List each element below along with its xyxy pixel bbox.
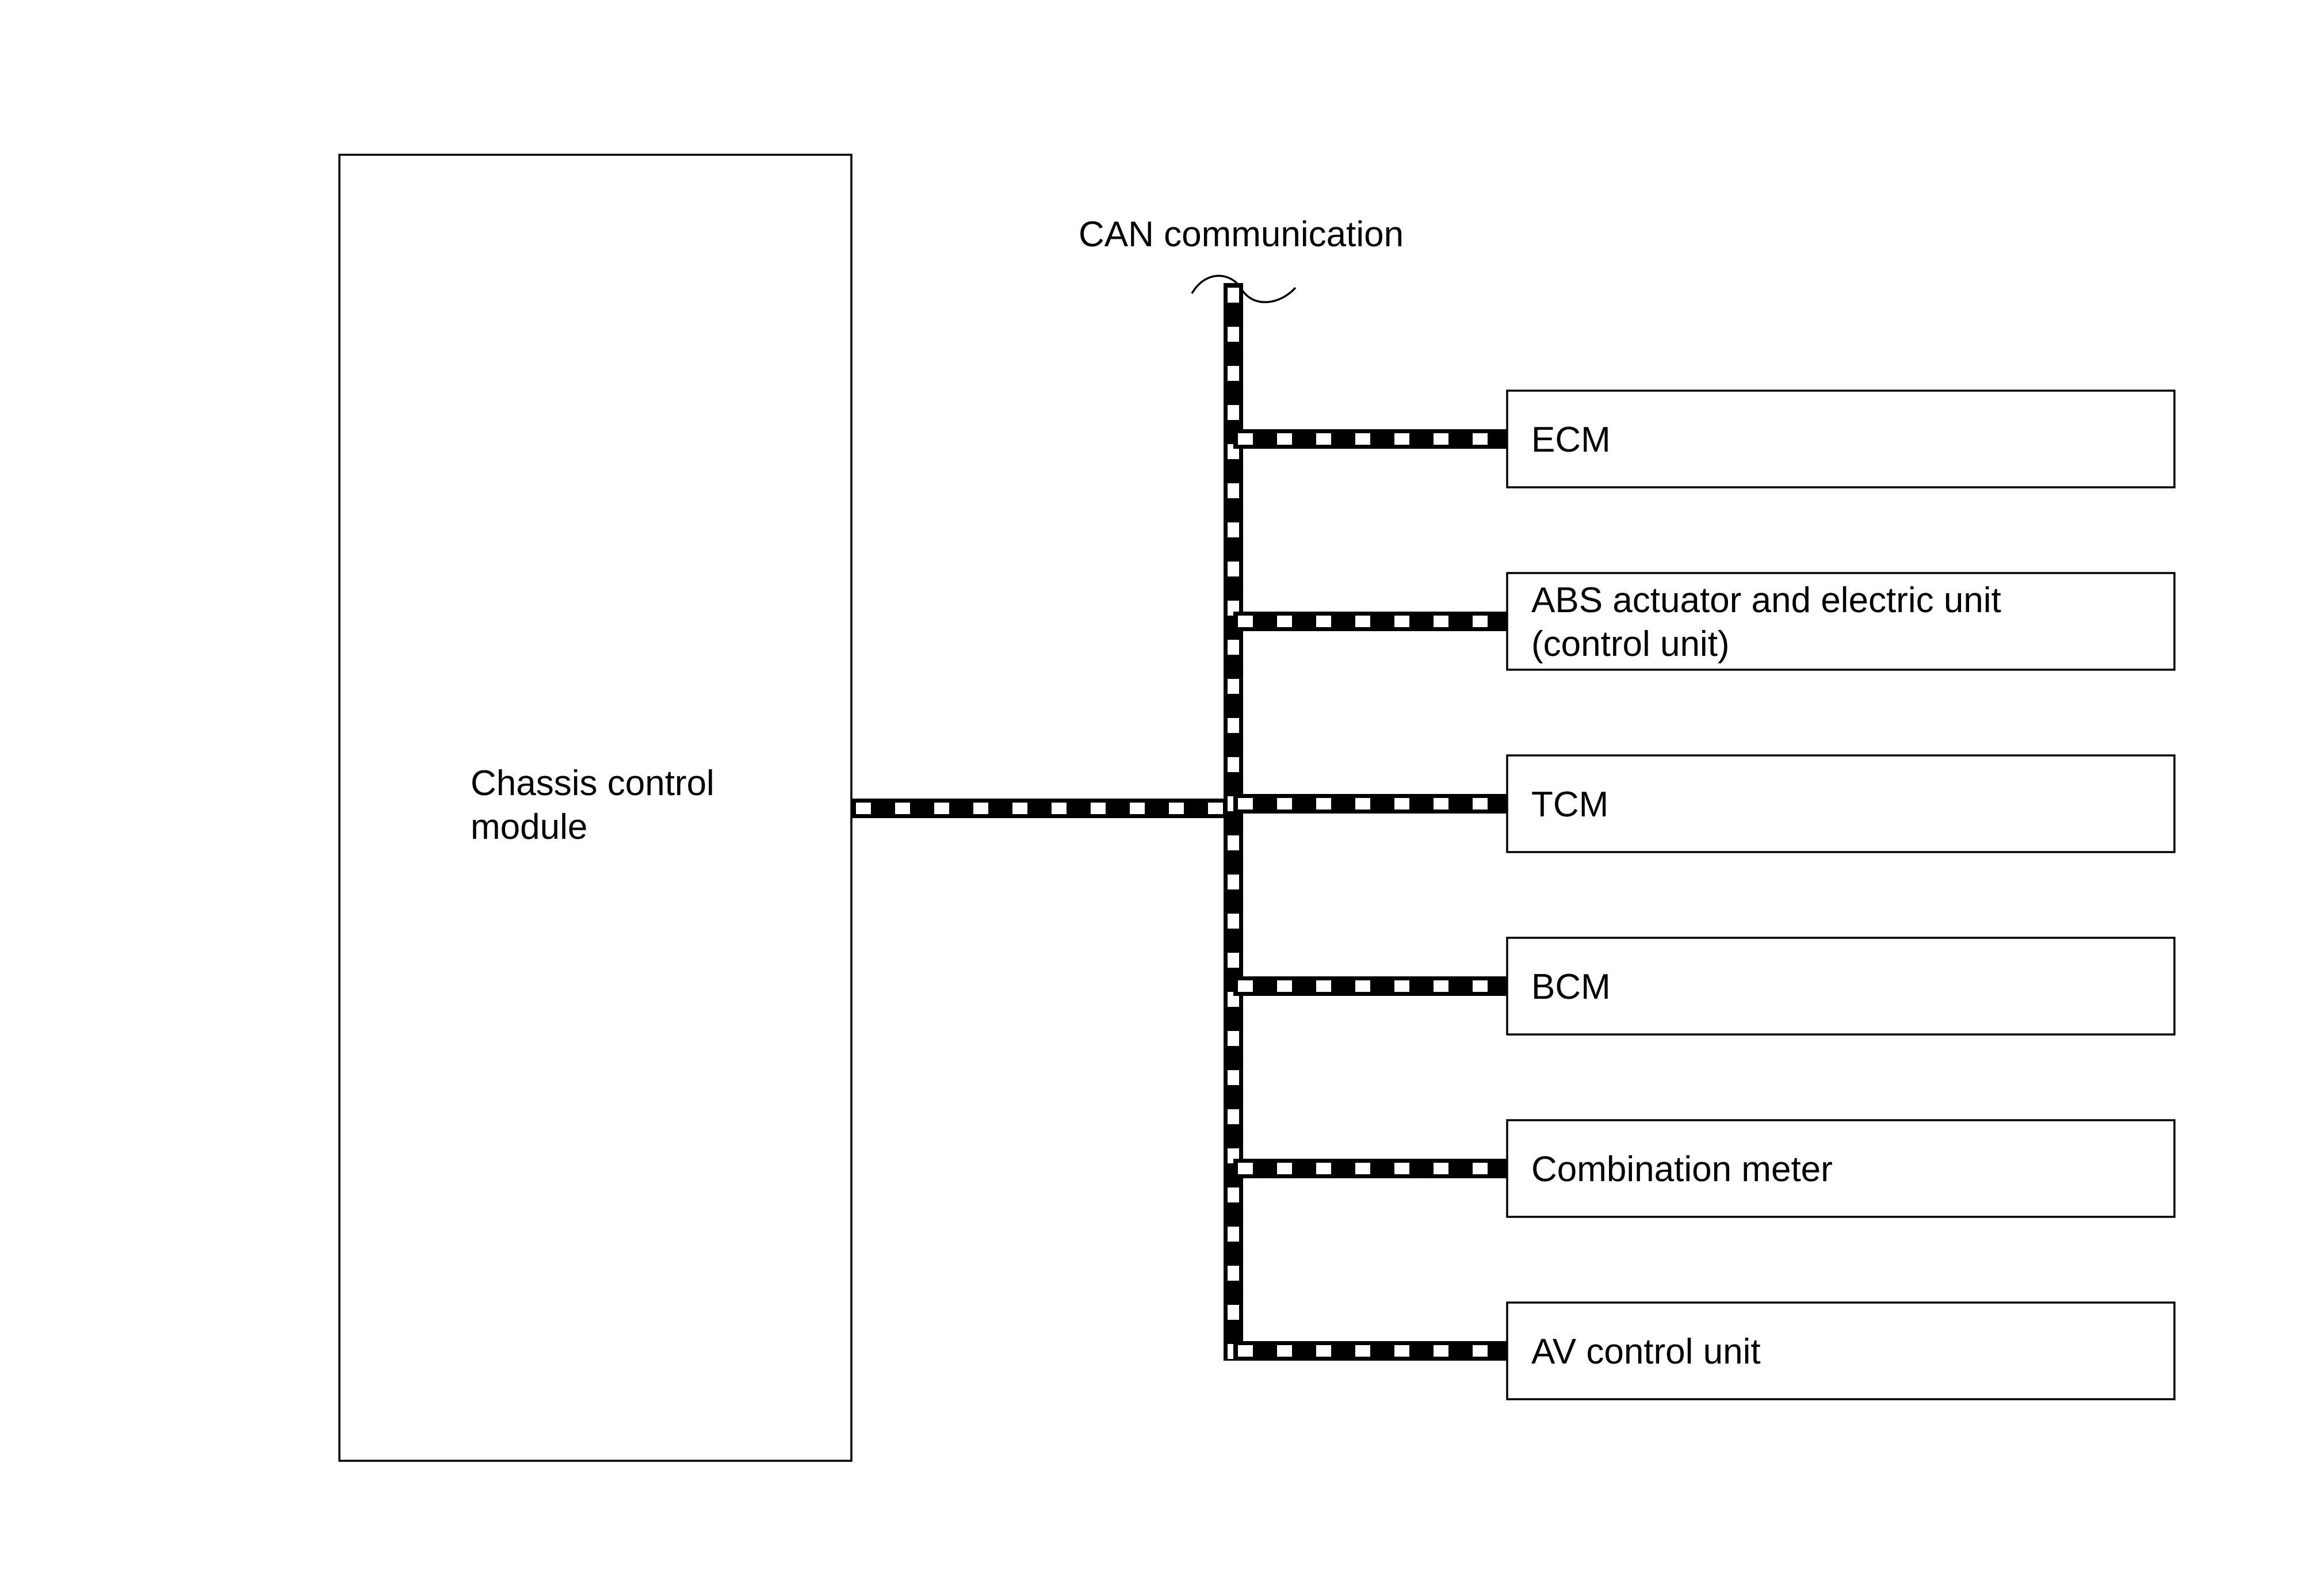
unit-label-5-line-1: Combination meter: [1531, 1150, 1833, 1189]
unit-label-1-line-1: ECM: [1531, 420, 1611, 460]
unit-box-4: [1506, 937, 2176, 1036]
chassis-control-module-label-line-2: module: [471, 807, 587, 847]
unit-label-2: ABS actuator and electric unit (control u…: [1531, 581, 2001, 664]
unit-label-2-line-1: ABS actuator and electric unit: [1531, 581, 2001, 620]
unit-label-5: Combination meter: [1531, 1150, 1833, 1189]
unit-label-4-line-1: BCM: [1531, 967, 1611, 1007]
unit-box-5: [1506, 1119, 2176, 1218]
unit-box-6: [1506, 1301, 2176, 1400]
chassis-control-module-label-line-1: Chassis control: [471, 763, 714, 803]
can-communication-label: CAN communication: [1079, 215, 1404, 254]
connected-units: ECM ABS actuator and electric unit (contro…: [1506, 390, 2176, 1400]
unit-label-2-line-2: (control unit): [1531, 624, 1730, 664]
can-bus-lines: [851, 283, 1507, 1361]
chassis-control-module-box: [338, 154, 853, 1462]
unit-label-4: BCM: [1531, 967, 1611, 1007]
unit-box-2: [1506, 572, 2176, 671]
unit-label-1: ECM: [1531, 420, 1611, 460]
unit-label-3: TCM: [1531, 785, 1608, 824]
unit-box-3: [1506, 754, 2176, 853]
unit-label-3-line-1: TCM: [1531, 785, 1608, 824]
unit-label-6: AV control unit: [1531, 1332, 1761, 1372]
unit-label-6-line-1: AV control unit: [1531, 1332, 1761, 1372]
bus-termination-wave: [1191, 274, 1297, 303]
unit-box-1: [1506, 390, 2176, 488]
chassis-control-module-label: Chassis control module: [471, 763, 724, 847]
